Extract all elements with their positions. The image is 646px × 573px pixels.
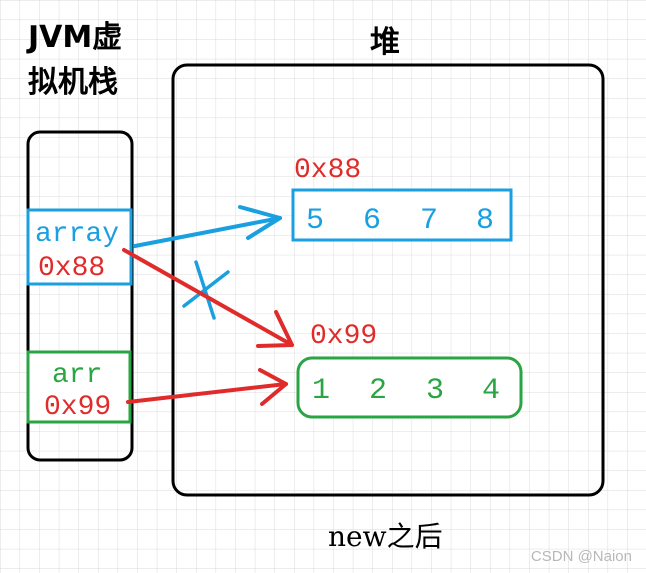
stack-title-line2: 拟机栈	[28, 65, 118, 100]
top-array-address: 0x88	[294, 155, 361, 186]
array-variable-name: array	[35, 219, 119, 250]
top-array-value-1: 6	[363, 204, 381, 238]
arr-variable-name: arr	[52, 360, 102, 391]
new-reference-arrow	[122, 248, 294, 348]
watermark: CSDN @Naion	[530, 548, 632, 565]
top-array-box	[291, 188, 513, 242]
arr-variable-box	[26, 350, 132, 424]
bottom-array-value-3: 4	[482, 374, 500, 408]
bottom-array-box	[296, 356, 523, 419]
bottom-array-value-1: 2	[369, 374, 387, 408]
arr-reference-arrow	[126, 368, 288, 406]
bottom-array-value-0: 1	[312, 374, 330, 408]
array-variable-box	[26, 208, 133, 286]
bottom-array-value-2: 3	[426, 374, 444, 408]
bottom-array-address: 0x99	[310, 321, 377, 352]
old-reference-arrow	[133, 205, 282, 248]
top-array-value-2: 7	[420, 204, 438, 238]
top-array-value-3: 8	[476, 204, 494, 238]
caption: new之后	[328, 520, 443, 553]
cross-mark-icon	[182, 260, 230, 320]
stack-title-line1: JVM虚	[26, 20, 122, 55]
array-variable-address: 0x88	[38, 253, 105, 284]
top-array-value-0: 5	[306, 204, 324, 238]
arr-variable-address: 0x99	[44, 392, 111, 423]
heap-title: 堆	[370, 25, 400, 60]
